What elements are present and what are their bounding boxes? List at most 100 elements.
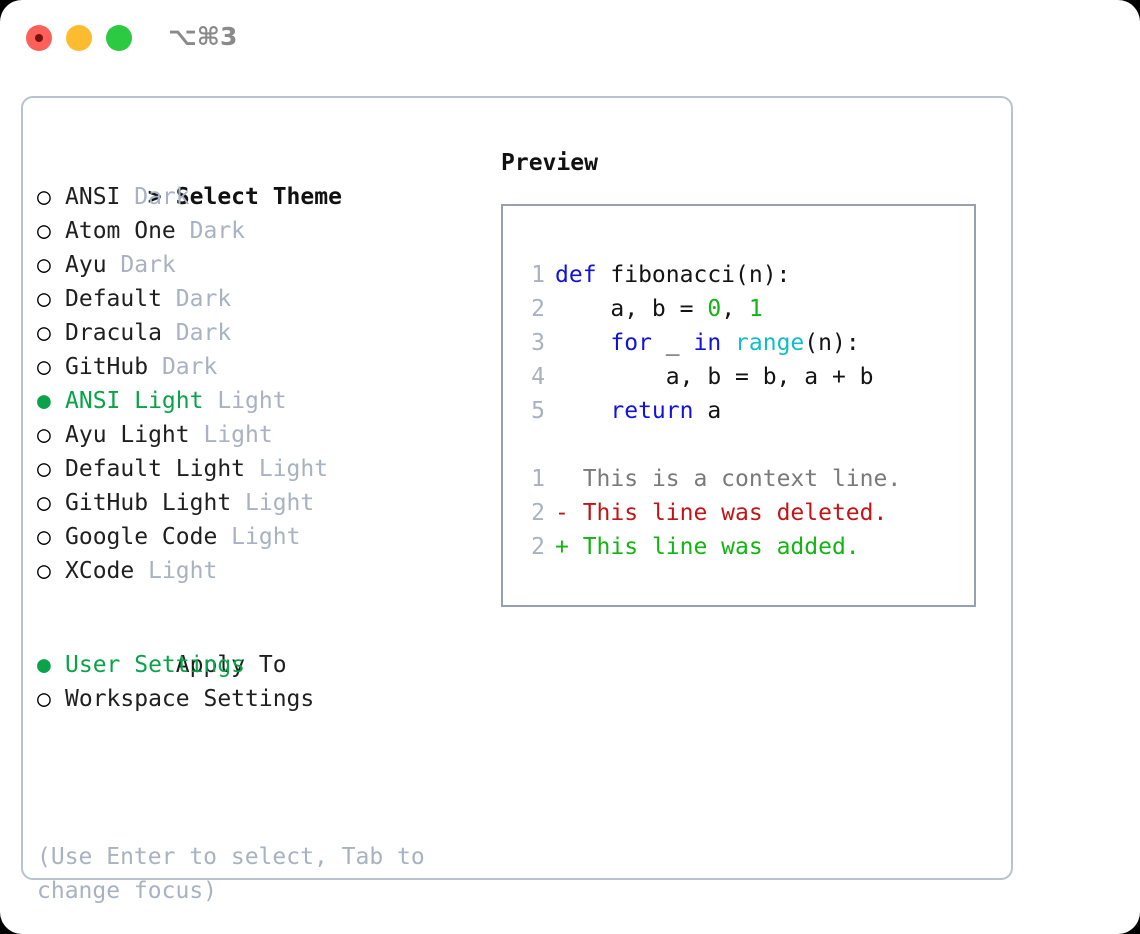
line-number: 1 [531,466,545,492]
theme-variant-badge: Light [217,524,301,550]
recording-indicator-icon [35,34,43,42]
code-token: _ [651,330,694,356]
apply-to-option-label: User Settings [65,652,246,678]
line-number: 1 [531,262,545,288]
code-line: 5 return a [521,394,901,428]
radio-unselected-icon: ○ [37,252,51,278]
theme-name: ANSI Light [65,388,204,414]
line-number: 3 [531,330,545,356]
diff-text: This line was deleted. [582,500,888,526]
theme-name: GitHub Light [65,490,232,516]
theme-list-item[interactable]: ●ANSI Light Light [37,384,487,418]
theme-variant-badge: Light [245,456,329,482]
theme-list-item[interactable]: ○Google Code Light [37,520,487,554]
radio-selected-icon: ● [37,652,51,678]
keyboard-hint: (Use Enter to select, Tab to change focu… [37,844,425,904]
main-panel: >Select Theme ○ANSI Dark○Atom One Dark○A… [21,96,1013,904]
apply-to-item[interactable]: ● User Settings [37,648,487,682]
code-line-content: return a [555,398,721,424]
preview-title: Preview [501,150,598,176]
theme-name: Dracula [65,320,162,346]
close-button[interactable] [26,25,52,51]
line-number: 2 [531,296,545,322]
code-line: 1 def fibonacci(n): [521,258,901,292]
code-token: in [693,330,722,356]
code-line-content: a, b = b, a + b [555,364,874,390]
theme-name: Atom One [65,218,176,244]
line-number: 2 [531,500,545,526]
theme-variant-badge: Light [189,422,273,448]
maximize-button[interactable] [106,25,132,51]
code-token: a [693,398,722,424]
theme-variant-badge: Dark [161,320,232,346]
line-number: 4 [531,364,545,390]
code-token: 1 [748,296,763,322]
theme-variant-badge: Dark [161,286,232,312]
code-line: 3 for _ in range(n): [521,326,901,360]
prompt-caret-icon: > [147,184,162,210]
theme-name: XCode [65,558,135,584]
theme-name: Ayu [65,252,107,278]
theme-list-item[interactable]: ○ Default Light Light [37,452,487,486]
line-number: 5 [531,398,545,424]
diff-line: 2 - This line was deleted. [521,496,901,530]
code-token [555,330,610,356]
apply-to-option-label: Workspace Settings [65,686,315,712]
section-gap [37,588,487,614]
theme-variant-badge: Dark [120,184,190,210]
theme-list-item[interactable]: ○GitHub Dark [37,350,487,384]
theme-list-item[interactable]: ○Atom One Dark [37,214,487,248]
code-token: fibonacci(n): [610,262,791,288]
theme-variant-badge: Light [203,388,287,414]
code-token: return [610,398,694,424]
radio-unselected-icon: ○ [37,286,51,312]
radio-unselected-icon: ○ [37,184,51,210]
theme-list-item[interactable]: ○ ANSI Dark [37,180,487,214]
diff-text: This is a context line. [582,466,902,492]
diff-line-content: - This line was deleted. [555,500,887,526]
theme-list-item[interactable]: ○GitHub Light Light [37,486,487,520]
code-token: (n): [804,330,860,356]
code-token: a, b = [555,296,708,322]
title-bar: ⌥⌘3 [0,0,1140,78]
theme-name: ANSI [65,184,121,210]
theme-list-item[interactable]: ○XCode Light [37,554,487,588]
theme-name: Default [65,286,162,312]
diff-line: 2+ This line was added. [521,530,901,564]
radio-unselected-icon: ○ [37,422,51,448]
theme-variant-badge: Dark [148,354,218,380]
diff-line: 1 This is a context line. [521,462,901,496]
code-line: 2 a, b = 0, 1 [521,292,901,326]
code-token: 0 [707,296,722,322]
window-title: ⌥⌘3 [168,22,238,51]
theme-list-item[interactable]: ○ Default Dark [37,282,487,316]
theme-variant-badge: Dark [175,218,246,244]
code-token [555,398,610,424]
radio-unselected-icon: ○ [37,354,51,380]
radio-unselected-icon: ○ [37,456,51,482]
code-line: 4 a, b = b, a + b [521,360,901,394]
theme-variant-badge: Dark [106,252,176,278]
theme-name: Default Light [65,456,246,482]
select-theme-label: Select Theme [175,184,342,210]
code-blank-line [521,428,901,462]
theme-variant-badge: Light [134,558,218,584]
theme-list-item[interactable]: ○ Ayu Light Light [37,418,487,452]
theme-list-item[interactable]: ○ Ayu Dark [37,248,487,282]
diff-line-content: + This line was added. [555,534,860,560]
code-token [721,330,735,356]
code-line-content: def fibonacci(n): [555,262,790,288]
theme-name: Ayu Light [65,422,190,448]
radio-unselected-icon: ○ [37,320,51,346]
apply-to-label: Apply To [175,652,287,678]
theme-list-item[interactable]: ○ Dracula Dark [37,316,487,350]
diff-text: This line was added. [582,534,860,560]
theme-list: ○ANSI Dark○Atom One Dark○Ayu Dark○Defaul… [37,180,487,588]
apply-to-item[interactable]: ○Workspace Settings [37,682,487,716]
minimize-button[interactable] [66,25,92,51]
theme-selector-column: >Select Theme ○ANSI Dark○Atom One Dark○A… [37,146,487,716]
